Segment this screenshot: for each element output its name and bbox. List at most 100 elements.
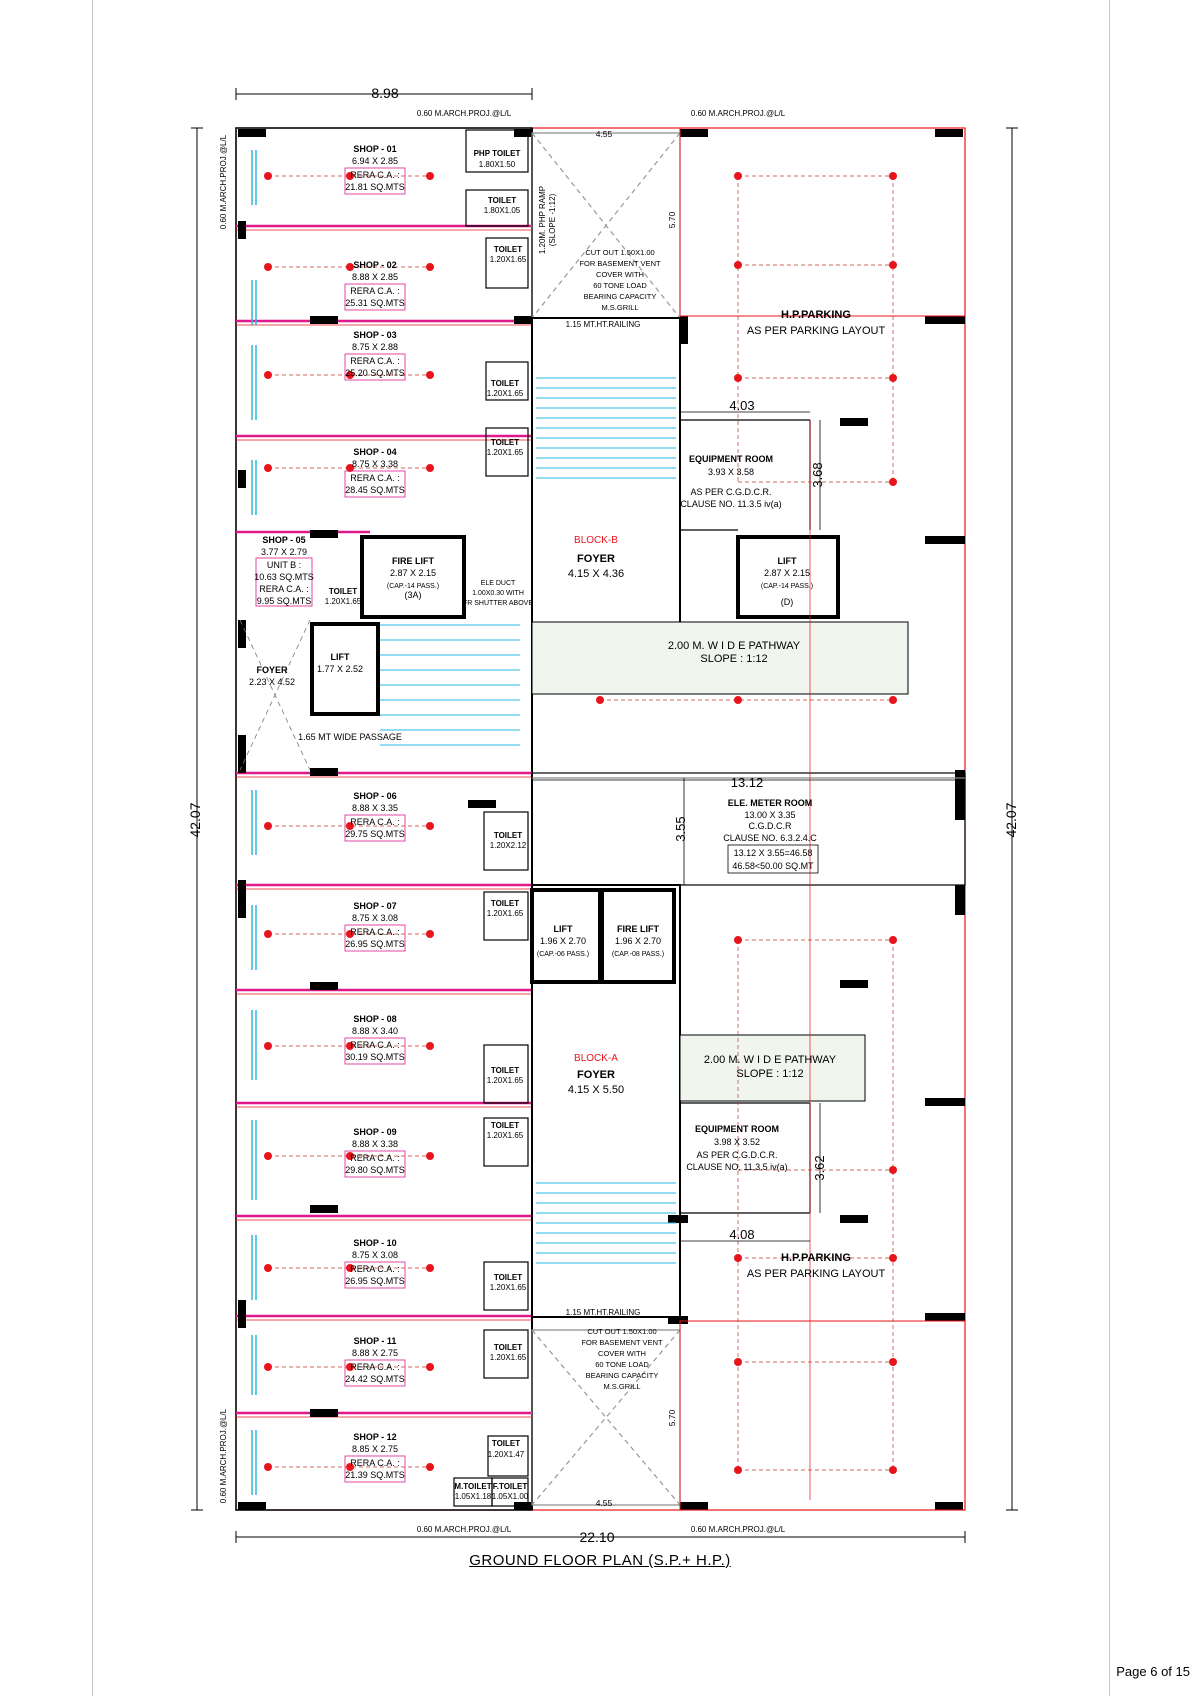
lift-small: LIFT 1.77 X 2.52 — [317, 652, 363, 674]
svg-text:TOILET: TOILET — [494, 1273, 522, 1282]
svg-text:13.00 X 3.35: 13.00 X 3.35 — [744, 810, 795, 820]
svg-text:2.87 X 2.15: 2.87 X 2.15 — [764, 568, 810, 578]
passage-label: 1.65 MT WIDE PASSAGE — [298, 732, 402, 742]
svg-text:BEARING CAPACITY: BEARING CAPACITY — [586, 1371, 659, 1380]
svg-text:1.00X0.30 WITH: 1.00X0.30 WITH — [472, 590, 524, 597]
shop-partitions — [236, 224, 532, 1415]
svg-text:SHOP - 11: SHOP - 11 — [354, 1336, 397, 1346]
stairs-block-a — [536, 1182, 676, 1264]
dim-meter-width: 13.12 — [731, 775, 764, 790]
dim-left-height: 42.07 — [187, 802, 203, 837]
pathway-a-label: 2.00 M. W I D E PATHWAY SLOPE : 1:12 — [704, 1054, 837, 1080]
svg-text:SHOP - 12: SHOP - 12 — [353, 1432, 396, 1442]
svg-text:8.88 X 2.75: 8.88 X 2.75 — [352, 1348, 398, 1358]
toilet-walls — [453, 129, 529, 1507]
arch-proj-bottom-right: 0.60 M.ARCH.PROJ.@L/L — [691, 1525, 786, 1534]
svg-text:(D): (D) — [781, 597, 794, 607]
dim-right-height: 42.07 — [1003, 802, 1019, 837]
svg-text:26.95 SQ.MTS: 26.95 SQ.MTS — [345, 1276, 405, 1286]
svg-text:8.88 X 3.38: 8.88 X 3.38 — [352, 1139, 398, 1149]
svg-text:8.85 X 2.75: 8.85 X 2.75 — [352, 1444, 398, 1454]
stairs-left — [380, 624, 520, 746]
svg-text:8.88 X 3.35: 8.88 X 3.35 — [352, 803, 398, 813]
cutout-bottom: CUT OUT 1.50X1.00 FOR BASEMENT VENT COVE… — [581, 1327, 663, 1391]
equipment-room-a: EQUIPMENT ROOM 3.98 X 3.52 AS PER C.G.D.… — [686, 1124, 787, 1172]
pathway-b — [531, 621, 909, 695]
fire-lift-a: FIRE LIFT 1.96 X 2.70 (CAP.-08 PASS.) — [612, 924, 664, 958]
svg-text:TOILET: TOILET — [491, 1121, 519, 1130]
dim-eq-room-a-height: 3.62 — [812, 1155, 827, 1180]
svg-text:4.15 X 5.50: 4.15 X 5.50 — [568, 1084, 624, 1096]
svg-text:AS PER PARKING LAYOUT: AS PER PARKING LAYOUT — [747, 325, 886, 337]
svg-text:RERA C.A. :: RERA C.A. : — [350, 1458, 400, 1468]
svg-text:LIFT: LIFT — [554, 924, 573, 934]
railing-label-bottom: 1.15 MT.HT.RAILING — [566, 1308, 641, 1317]
svg-text:CLAUSE NO. 11.3.5 iv(a): CLAUSE NO. 11.3.5 iv(a) — [686, 1162, 787, 1172]
svg-text:1.20X1.65: 1.20X1.65 — [490, 1283, 527, 1292]
shop-frontage-lines — [236, 229, 532, 1418]
cutout-top: CUT OUT 1.50X1.00 FOR BASEMENT VENT COVE… — [579, 248, 661, 312]
plan-title: GROUND FLOOR PLAN (S.P.+ H.P.) — [469, 1552, 731, 1569]
svg-text:1.20X1.65: 1.20X1.65 — [325, 597, 362, 606]
svg-text:2.00 M. W I D E PATHWAY: 2.00 M. W I D E PATHWAY — [704, 1054, 837, 1066]
svg-text:(CAP.-06 PASS.): (CAP.-06 PASS.) — [537, 951, 589, 958]
shop-07: SHOP - 07 8.75 X 3.08 RERA C.A. : 26.95 … — [344, 901, 406, 952]
svg-text:29.75 SQ.MTS: 29.75 SQ.MTS — [345, 829, 405, 839]
svg-text:CLAUSE NO. 6.3.2.4.C: CLAUSE NO. 6.3.2.4.C — [723, 833, 817, 843]
shop-01: SHOP - 01 6.94 X 2.85 RERA C.A. : 21.81 … — [344, 144, 406, 195]
svg-text:SHOP - 09: SHOP - 09 — [353, 1127, 396, 1137]
svg-text:TOILET: TOILET — [488, 196, 516, 205]
php-toilet-name: PHP TOILET — [474, 149, 521, 158]
svg-text:21.81 SQ.MTS: 21.81 SQ.MTS — [345, 182, 405, 192]
stairs-block-b — [536, 377, 676, 479]
svg-text:SLOPE : 1:12: SLOPE : 1:12 — [700, 653, 767, 665]
structural-columns — [238, 129, 965, 1510]
svg-text:BEARING CAPACITY: BEARING CAPACITY — [584, 292, 657, 301]
dimension-lines — [191, 88, 1018, 1543]
svg-text:BLOCK-A: BLOCK-A — [574, 1053, 618, 1064]
svg-text:TOILET: TOILET — [491, 899, 519, 908]
svg-text:RERA C.A. :: RERA C.A. : — [350, 1362, 400, 1372]
foyer-left: FOYER 2.23 X 4.52 — [249, 665, 295, 687]
arch-proj-side-top: 0.60 M.ARCH.PROJ.@L/L — [219, 134, 228, 229]
toilet-labels: PHP TOILET 1.80X1.50 TOILET 1.80X1.05 TO… — [325, 149, 529, 1501]
svg-text:(SLOPE -1:12): (SLOPE -1:12) — [548, 193, 557, 246]
svg-text:60 TONE LOAD: 60 TONE LOAD — [593, 281, 647, 290]
svg-text:5.70: 5.70 — [667, 211, 677, 228]
svg-text:FOYER: FOYER — [577, 553, 615, 565]
php-ramp-label: 1.20M. PHP RAMP (SLOPE -1:12) — [538, 186, 557, 254]
svg-text:(3A): (3A) — [404, 590, 421, 600]
foyer-left-diagonals — [239, 619, 311, 771]
svg-text:FOR BASEMENT VENT: FOR BASEMENT VENT — [581, 1338, 663, 1347]
svg-text:26.95 SQ.MTS: 26.95 SQ.MTS — [345, 939, 405, 949]
svg-text:SHOP - 10: SHOP - 10 — [353, 1238, 396, 1248]
svg-text:6.94 X 2.85: 6.94 X 2.85 — [352, 156, 398, 166]
svg-text:SHOP - 06: SHOP - 06 — [353, 791, 396, 801]
svg-text:10.63 SQ.MTS: 10.63 SQ.MTS — [254, 572, 314, 582]
svg-text:RERA C.A. :: RERA C.A. : — [350, 1153, 400, 1163]
dim-lines-small — [532, 411, 960, 1242]
svg-text:RERA C.A. :: RERA C.A. : — [259, 584, 309, 594]
svg-text:EQUIPMENT ROOM: EQUIPMENT ROOM — [695, 1124, 779, 1134]
svg-text:LIFT: LIFT — [778, 556, 797, 566]
svg-text:8.88 X 3.40: 8.88 X 3.40 — [352, 1026, 398, 1036]
svg-text:9.95 SQ.MTS: 9.95 SQ.MTS — [257, 596, 312, 606]
svg-text:ELE. METER ROOM: ELE. METER ROOM — [728, 798, 813, 808]
svg-text:25.31 SQ.MTS: 25.31 SQ.MTS — [345, 298, 405, 308]
shop-06: SHOP - 06 8.88 X 3.35 RERA C.A. : 29.75 … — [344, 791, 406, 842]
svg-text:TOILET: TOILET — [494, 245, 522, 254]
svg-text:1.20X2.12: 1.20X2.12 — [490, 841, 527, 850]
pathway-a — [679, 1034, 866, 1102]
column-markers — [264, 172, 897, 1474]
shop-labels: SHOP - 01 6.94 X 2.85 RERA C.A. : 21.81 … — [254, 144, 406, 1483]
svg-text:SHOP - 08: SHOP - 08 — [353, 1014, 396, 1024]
block-b-foyer: BLOCK-B FOYER 4.15 X 4.36 — [568, 535, 624, 580]
meter-room-label: ELE. METER ROOM 13.00 X 3.35 C.G.D.C.R C… — [723, 798, 817, 871]
block-a-foyer: BLOCK-A FOYER 4.15 X 5.50 — [568, 1053, 624, 1096]
svg-text:CUT OUT 1.50X1.00: CUT OUT 1.50X1.00 — [585, 248, 654, 257]
svg-text:(CAP.-14 PASS.): (CAP.-14 PASS.) — [761, 583, 813, 590]
svg-text:RERA C.A. :: RERA C.A. : — [350, 170, 400, 180]
svg-text:30.19 SQ.MTS: 30.19 SQ.MTS — [345, 1052, 405, 1062]
svg-text:SHOP - 05: SHOP - 05 — [262, 535, 305, 545]
svg-text:SLOPE : 1:12: SLOPE : 1:12 — [736, 1068, 803, 1080]
